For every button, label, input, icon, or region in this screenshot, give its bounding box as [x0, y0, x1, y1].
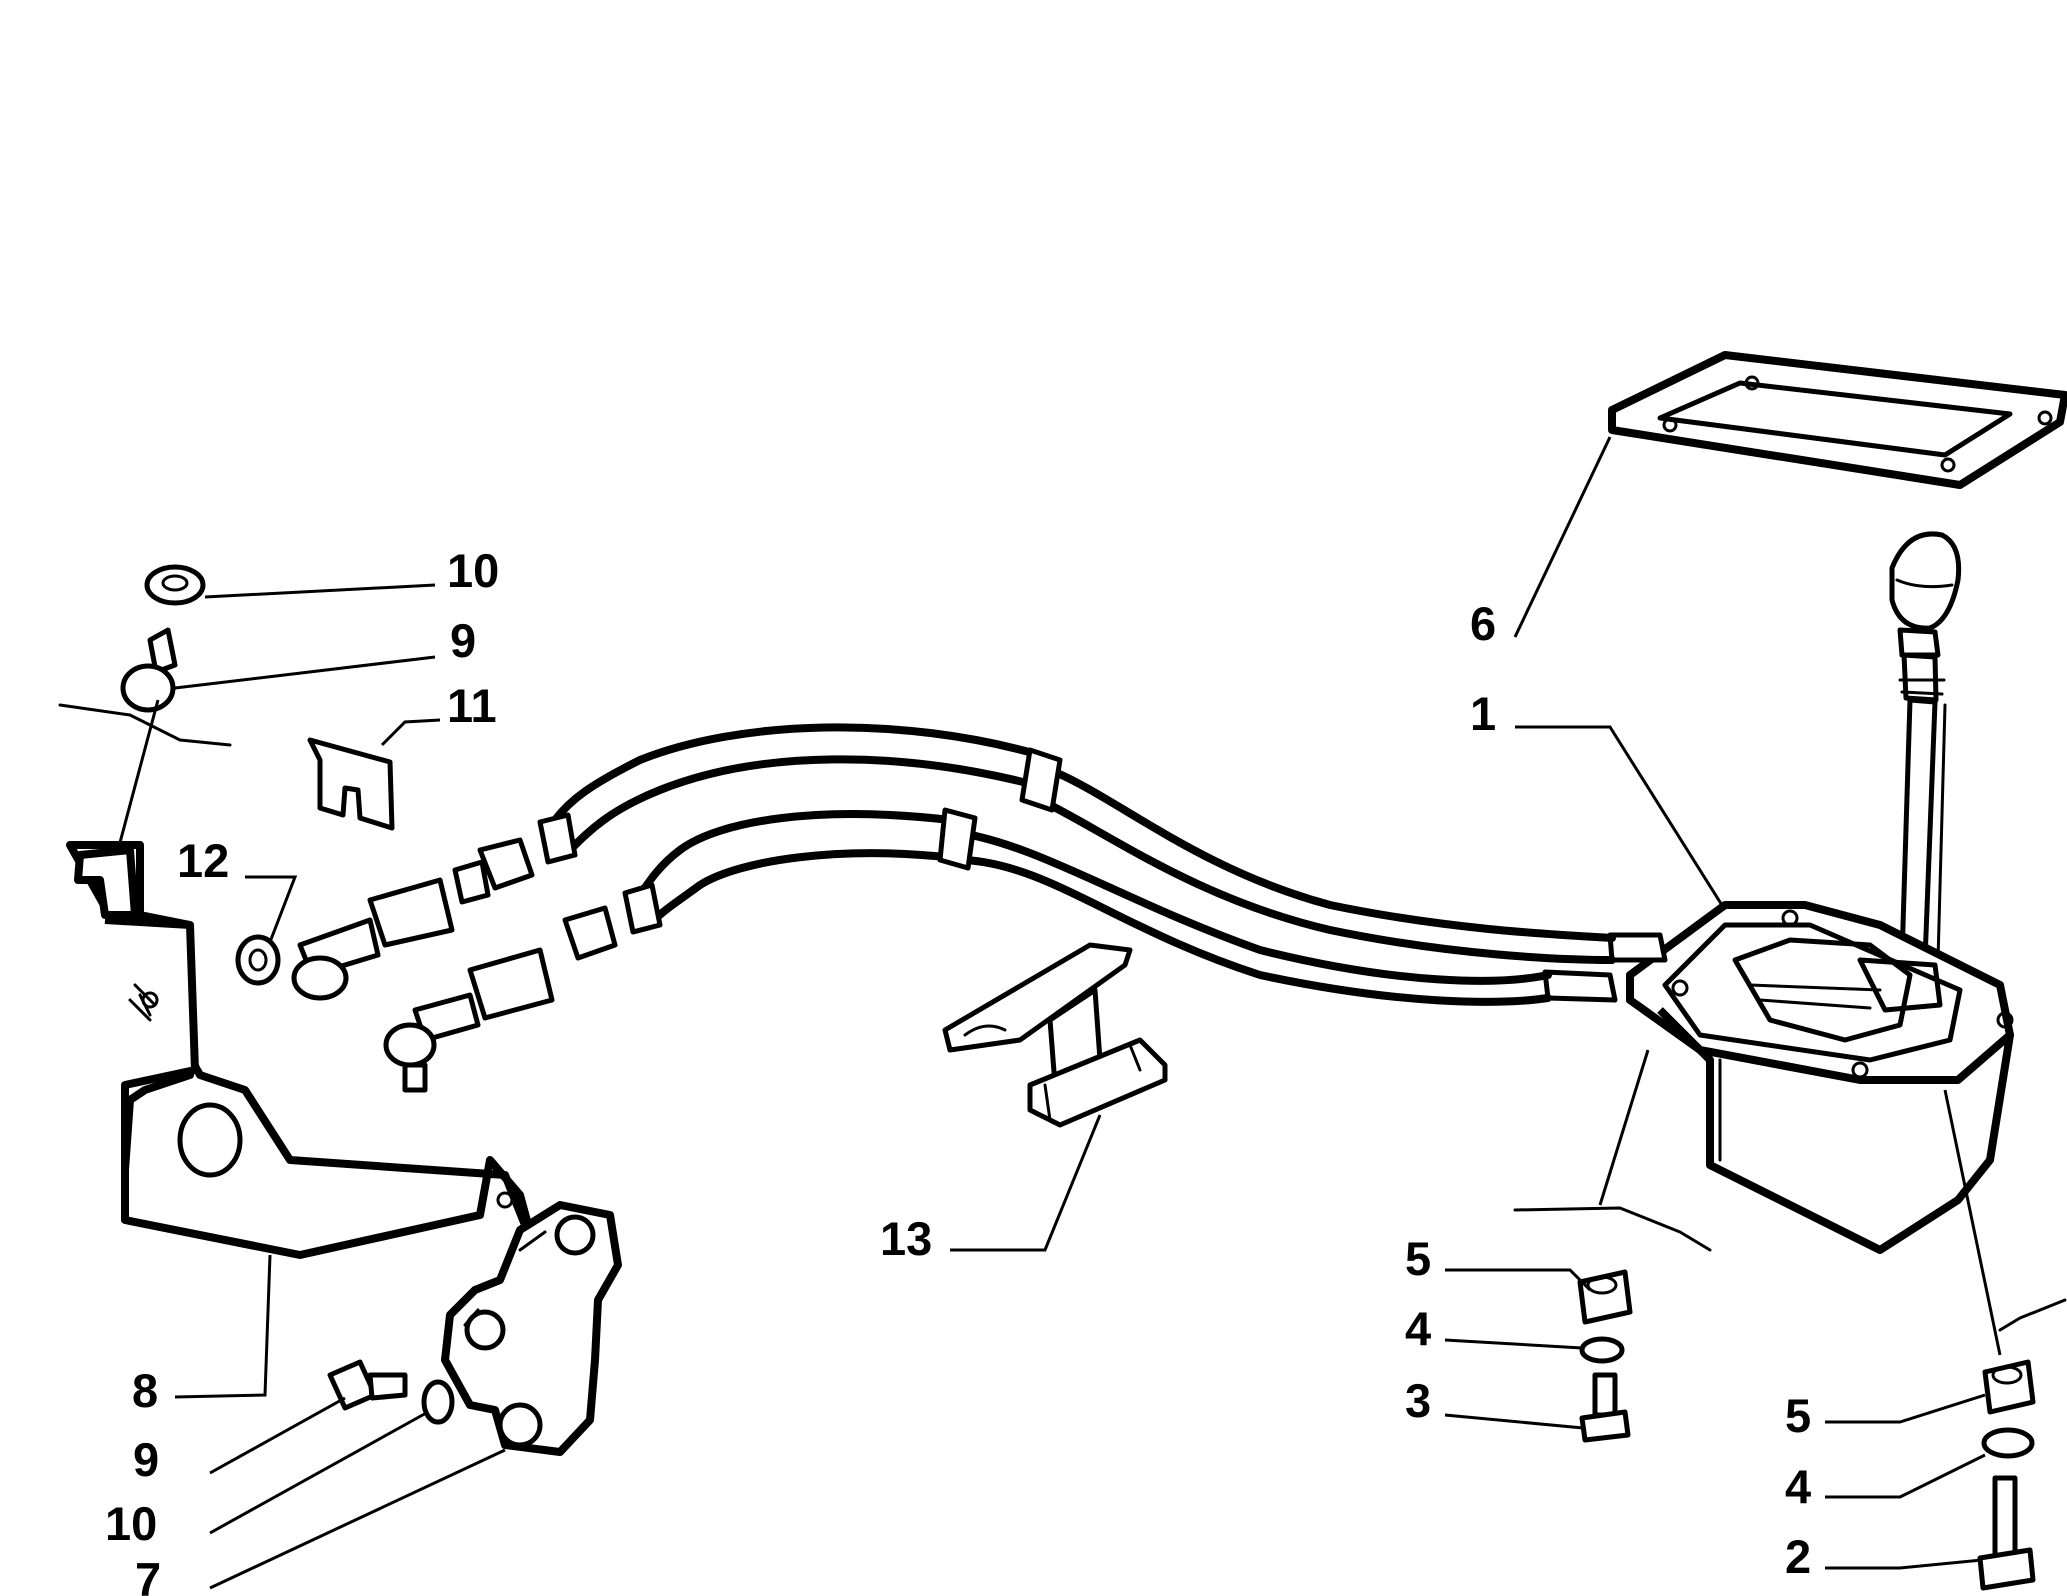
part-7-linkage-bracket: [441, 1201, 622, 1456]
part-1-shifter-assembly: [1542, 531, 2014, 1254]
callout-7: 7: [135, 1553, 161, 1596]
part-5-nut-right: [1982, 1359, 2036, 1415]
gearshift-cables: [291, 723, 1616, 1093]
part-2-bolt-right: [1977, 1475, 2036, 1591]
callout-4-center: 4: [1405, 1302, 1431, 1355]
callout-labels: 10 9 11 12 8 9 10 7 13 6 1 5 4 3 5 4 2: [105, 544, 1811, 1596]
callout-13: 13: [880, 1212, 932, 1265]
callout-5-center: 5: [1405, 1232, 1431, 1285]
part-10-washer-lower: [421, 1379, 455, 1425]
callout-10-top: 10: [447, 544, 499, 597]
callout-5-right: 5: [1785, 1389, 1811, 1442]
callout-6: 6: [1470, 597, 1496, 650]
part-12-washer: [235, 934, 281, 986]
part-9-bolt-top: [120, 627, 178, 713]
callout-9-lower: 9: [133, 1433, 159, 1486]
part-11-clip: [307, 737, 395, 831]
part-8-support-bracket: [66, 841, 539, 1259]
callout-11: 11: [447, 679, 497, 732]
callout-9-top: 9: [450, 614, 476, 667]
part-9-bolt-lower: [327, 1359, 408, 1411]
part-4-washer-center: [1579, 1336, 1625, 1364]
part-4-washer-right: [1981, 1427, 2035, 1459]
callout-4-right: 4: [1785, 1460, 1811, 1513]
part-3-bolt-center: [1579, 1372, 1631, 1443]
callout-2: 2: [1785, 1530, 1811, 1583]
part-13-bracket: [942, 942, 1168, 1128]
leader-lines: [116, 436, 2002, 1590]
callout-8: 8: [132, 1364, 158, 1417]
part-10-washer-top: [144, 564, 206, 606]
callout-3: 3: [1405, 1374, 1431, 1427]
callout-1: 1: [1470, 687, 1496, 740]
part-5-nut-center: [1577, 1269, 1633, 1325]
callout-12: 12: [177, 834, 229, 887]
part-6-gasket: [1608, 351, 2067, 489]
surface-break-lines: [58, 703, 2067, 1332]
callout-10-lower: 10: [105, 1497, 157, 1550]
